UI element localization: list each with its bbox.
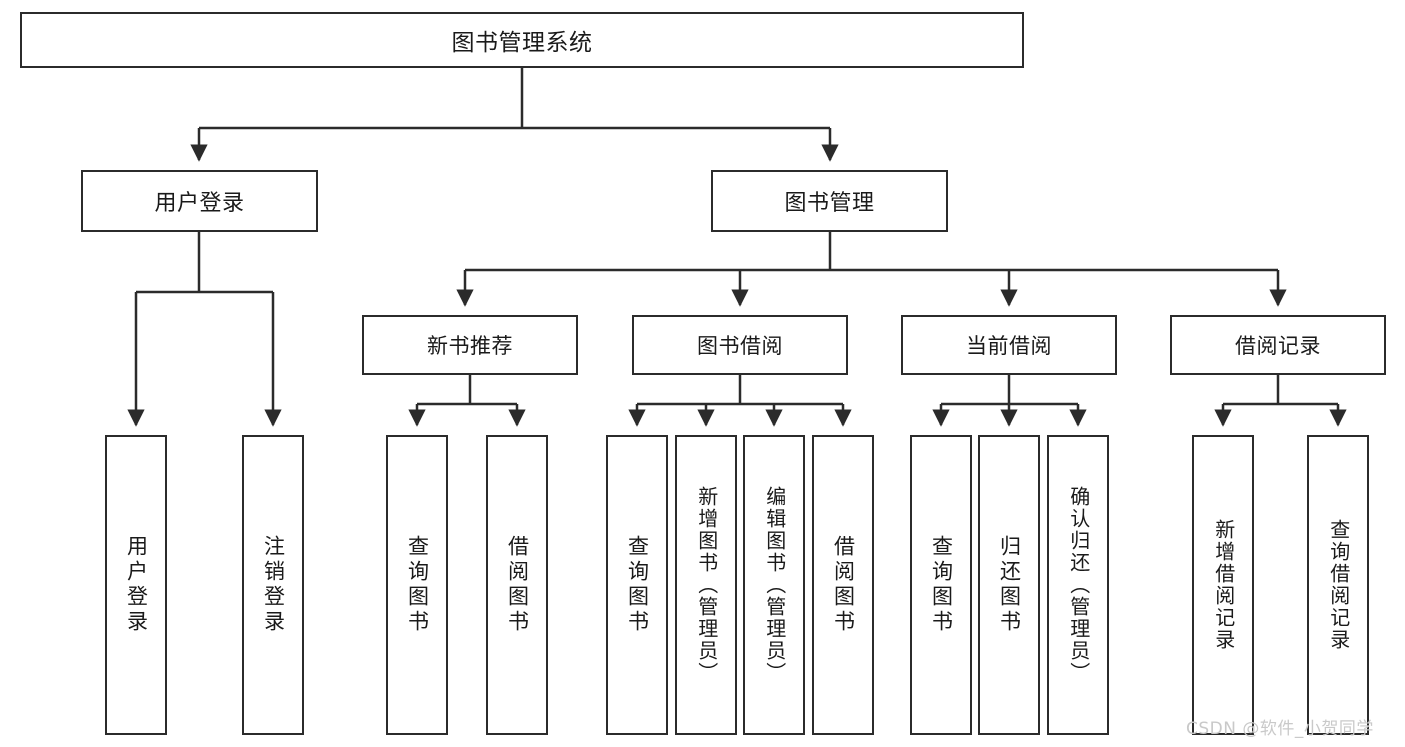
leaf-borrow-edit-book-admin[interactable]: 编辑图书（管理员） <box>743 435 805 735</box>
leaf-borrow-query-book[interactable]: 查询图书 <box>606 435 668 735</box>
node-label: 当前借阅 <box>966 334 1052 358</box>
node-label: 图书管理 <box>784 191 875 216</box>
node-label: 借阅记录 <box>1235 334 1321 358</box>
leaf-current-query-book[interactable]: 查询图书 <box>910 435 972 735</box>
leaf-current-return-book[interactable]: 归还图书 <box>978 435 1040 735</box>
node-new-book-recommend[interactable]: 新书推荐 <box>362 315 578 375</box>
node-label: 新增图书（管理员） <box>694 486 719 684</box>
leaf-recommend-query-book[interactable]: 查询图书 <box>386 435 448 735</box>
leaf-current-confirm-return-admin[interactable]: 确认归还（管理员） <box>1047 435 1109 735</box>
leaf-user-login-login[interactable]: 用户登录 <box>105 435 167 735</box>
leaf-borrow-borrow-book[interactable]: 借阅图书 <box>812 435 874 735</box>
node-label: 归还图书 <box>997 535 1022 635</box>
node-current-borrow[interactable]: 当前借阅 <box>901 315 1117 375</box>
node-label: 新书推荐 <box>427 334 513 358</box>
node-user-login[interactable]: 用户登录 <box>81 170 318 232</box>
leaf-borrow-add-book-admin[interactable]: 新增图书（管理员） <box>675 435 737 735</box>
node-root-system[interactable]: 图书管理系统 <box>20 12 1024 68</box>
leaf-user-login-logout[interactable]: 注销登录 <box>242 435 304 735</box>
node-label: 查询图书 <box>929 535 954 635</box>
node-label: 查询图书 <box>405 535 430 635</box>
node-label: 用户登录 <box>154 191 245 216</box>
node-label: 编辑图书（管理员） <box>762 486 787 684</box>
watermark-text: CSDN @软件_小贺同学 <box>1186 719 1374 739</box>
node-label: 图书管理系统 <box>451 30 593 56</box>
node-label: 图书借阅 <box>697 334 783 358</box>
node-label: 用户登录 <box>124 535 149 635</box>
node-label: 借阅图书 <box>831 535 856 635</box>
node-book-borrow[interactable]: 图书借阅 <box>632 315 848 375</box>
node-book-management[interactable]: 图书管理 <box>711 170 948 232</box>
node-borrow-record[interactable]: 借阅记录 <box>1170 315 1386 375</box>
node-label: 新增借阅记录 <box>1211 519 1236 651</box>
node-label: 注销登录 <box>261 535 286 635</box>
node-label: 借阅图书 <box>505 535 530 635</box>
leaf-record-query-record[interactable]: 查询借阅记录 <box>1307 435 1369 735</box>
node-label: 确认归还（管理员） <box>1066 486 1091 684</box>
node-label: 查询图书 <box>625 535 650 635</box>
node-label: 查询借阅记录 <box>1326 519 1351 651</box>
leaf-record-add-record[interactable]: 新增借阅记录 <box>1192 435 1254 735</box>
leaf-recommend-borrow-book[interactable]: 借阅图书 <box>486 435 548 735</box>
